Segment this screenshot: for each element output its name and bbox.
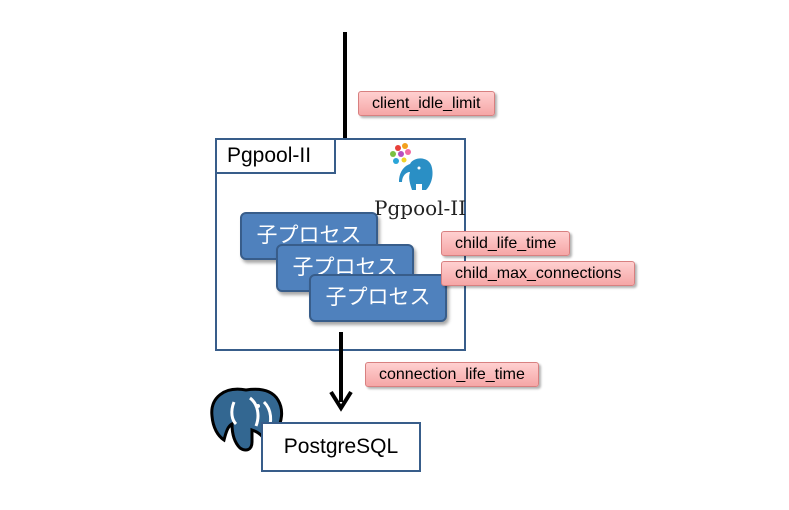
pgpool-logo-text: Pgpool-II <box>374 196 467 220</box>
child-process-3: 子プロセス <box>309 274 447 322</box>
child-max-connections-label: child_max_connections <box>441 261 636 286</box>
client-idle-limit-label: client_idle_limit <box>358 91 495 116</box>
pgpool-title: Pgpool-II <box>215 138 336 174</box>
child-life-time-label: child_life_time <box>441 231 571 256</box>
child-process-2: 子プロセス <box>276 244 414 292</box>
connection-life-time-label: connection_life_time <box>365 362 539 387</box>
backend-arrow <box>329 332 353 412</box>
postgresql-box: PostgreSQL <box>261 422 421 472</box>
pgpool-elephant-logo <box>390 143 433 190</box>
